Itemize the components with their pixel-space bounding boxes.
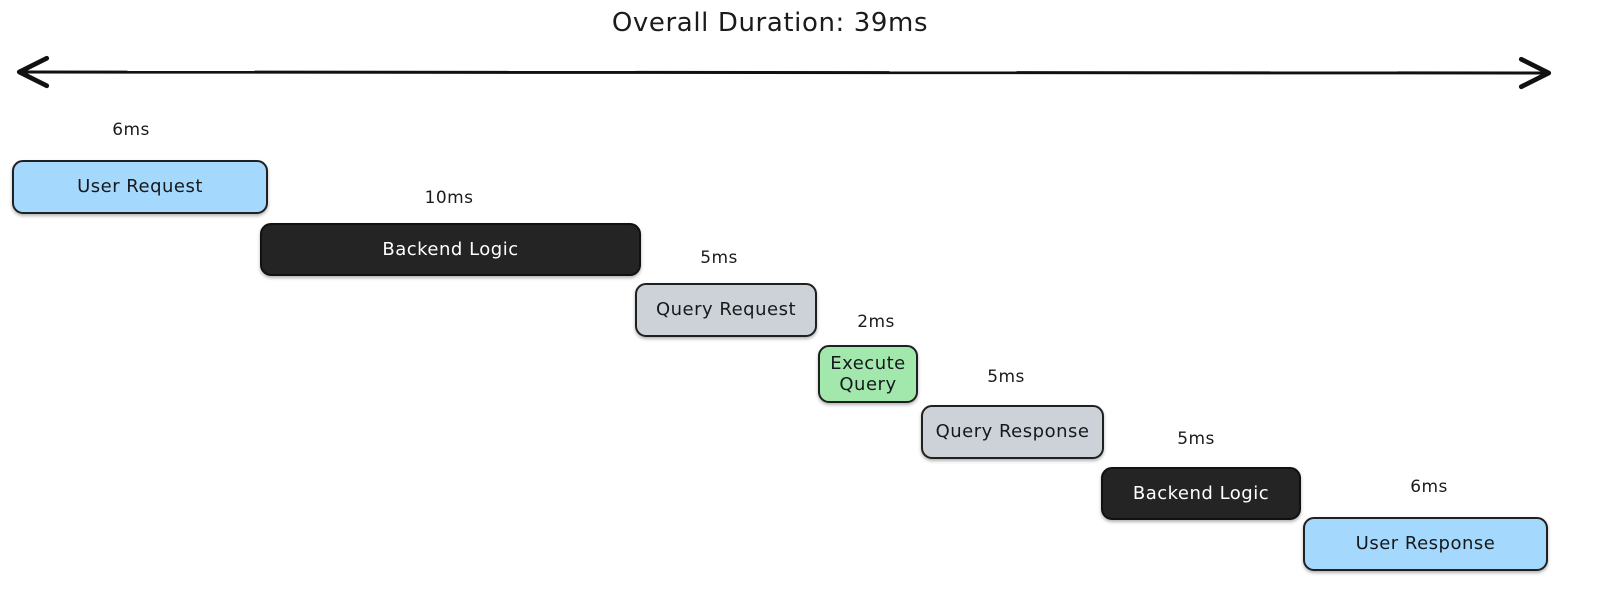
duration-label-backend-logic-2: 5ms bbox=[1177, 429, 1215, 449]
bar-backend-logic-1[interactable]: Backend Logic bbox=[260, 223, 641, 276]
bar-backend-logic-2[interactable]: Backend Logic bbox=[1101, 467, 1301, 520]
bar-user-request[interactable]: User Request bbox=[12, 160, 268, 214]
duration-label-backend-logic-1: 10ms bbox=[424, 188, 474, 208]
bar-query-request[interactable]: Query Request bbox=[635, 283, 817, 337]
bar-execute-query[interactable]: Execute Query bbox=[818, 345, 918, 403]
duration-label-query-response: 5ms bbox=[987, 367, 1025, 387]
bar-query-response[interactable]: Query Response bbox=[921, 405, 1104, 459]
page-title: Overall Duration: 39ms bbox=[611, 8, 929, 38]
duration-label-user-response: 6ms bbox=[1410, 477, 1448, 497]
duration-label-user-request: 6ms bbox=[112, 120, 150, 140]
duration-label-query-request: 5ms bbox=[700, 248, 738, 268]
bar-user-response[interactable]: User Response bbox=[1303, 517, 1548, 571]
duration-axis bbox=[16, 55, 1552, 90]
axis-line bbox=[16, 55, 1552, 90]
duration-label-execute-query: 2ms bbox=[857, 312, 895, 332]
